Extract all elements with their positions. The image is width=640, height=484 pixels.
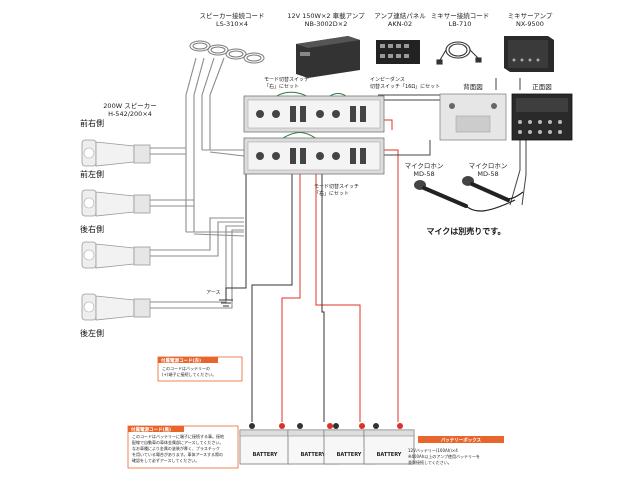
note-cord-b-line-5: 確認をして必ずアースしてください。 [132, 457, 199, 463]
battery-4: BATTERY [363, 423, 415, 465]
note-cord-a-line-1: このコードはバッテリーの [162, 365, 210, 371]
amp-unit-1 [243, 95, 385, 133]
impedance-switch-label: インピーダンス [370, 76, 405, 83]
mixer-cord-model: LB-710 [449, 20, 472, 28]
mic-2-label: マイクロホン [469, 162, 508, 170]
battery-box-title: バッテリーボックス [441, 437, 482, 444]
speaker-label-rear-left: 後左側 [80, 328, 104, 338]
amp-panel-model: AKN-02 [388, 20, 412, 28]
mic-1-model: MD-58 [413, 170, 434, 178]
battery-1: BATTERY [239, 423, 291, 465]
note-cord-a: 付属電源コード(赤) このコードはバッテリーの (+)端子に接続してください。 [157, 356, 243, 382]
battery-label-2: BATTERY [301, 452, 326, 458]
mode-switch-2-label: モード切替スイッチ [314, 183, 359, 190]
mode-switch-2-setting: 「右」にセット [314, 190, 349, 197]
mic-2-model: MD-58 [477, 170, 498, 178]
speaker-label-front-right: 前右側 [80, 118, 104, 128]
mixer-back-view [439, 93, 507, 141]
speaker-label-front-left: 前左側 [80, 169, 104, 179]
amp-unit-2 [243, 137, 385, 175]
microphone-2 [462, 176, 510, 202]
speaker-rear-left [81, 293, 151, 321]
speaker-rear-right [81, 241, 151, 269]
battery-box: バッテリーボックス [418, 436, 504, 444]
labels: スピーカー接続コード LS-310×4 12V 150W×2 車載アンプ NB-… [103, 11, 553, 465]
battery-caption-3: 並列接続してください。 [408, 459, 452, 465]
mixer-amp-product [504, 36, 554, 72]
wires [150, 57, 527, 422]
speaker-cord-model: LS-310×4 [216, 20, 248, 28]
amp-panel-label: アンプ連結パネル [374, 11, 426, 20]
mixer-front-view [511, 93, 573, 141]
amp-label: 12V 150W×2 車載アンプ [287, 11, 365, 20]
back-face-label: 背面図 [463, 82, 483, 91]
speaker-model-label: 200W スピーカー [103, 102, 156, 110]
battery-label-1: BATTERY [253, 452, 278, 458]
battery-label-3: BATTERY [337, 452, 362, 458]
battery-caption-2: ※400Ah以上のアンプ使用バッテリーを [408, 453, 480, 459]
amp-model: NB-3002D×2 [305, 20, 348, 28]
note-cord-b-title: 付属電源コード(黒) [131, 426, 171, 433]
note-cord-a-title: 付属電源コード(赤) [161, 357, 201, 364]
mic-1-label: マイクロホン [405, 162, 444, 170]
note-cord-b-line-3: なお車種により金属の塗装が厚く、プラスチック [132, 445, 220, 451]
mode-switch-1-setting: 「右」にセット [264, 83, 299, 90]
note-cord-b-line-4: を用いている場合があります。車体アースする際の [132, 451, 223, 457]
mixer-amp-label: ミキサーアンプ [508, 12, 553, 20]
mixer-cord-label: ミキサー接続コード [431, 11, 490, 20]
amp-product [296, 36, 360, 78]
batteries: BATTERY BATTERY BATTERY BATTERY [239, 423, 415, 465]
battery-label-4: BATTERY [377, 452, 402, 458]
battery-caption-1: 12Vバッテリー(100Ah)×4 [408, 447, 458, 453]
note-cord-b: 付属電源コード(黒) このコードはバッテリーに端子に接続する事。接地 配線で自動… [127, 425, 239, 469]
amp-panel-product [376, 40, 420, 64]
speaker-front-right [81, 139, 151, 167]
mixer-cord-product [436, 41, 482, 65]
note-cord-b-line-1: このコードはバッテリーに端子に接続する事。接地 [132, 433, 224, 439]
microphone-1 [414, 180, 468, 208]
mode-switch-1-label: モード切替スイッチ [264, 76, 309, 83]
earth-label: アース [206, 290, 220, 296]
speaker-label-rear-right: 後右側 [80, 224, 104, 234]
speaker-cord-label: スピーカー接続コード [200, 11, 265, 20]
note-cord-a-line-2: (+)端子に接続してください。 [162, 371, 216, 377]
mic-note: マイクは別売りです。 [426, 226, 505, 236]
impedance-switch-setting: 切替スイッチ「16Ω」にセット [370, 83, 440, 90]
note-cord-b-line-2: 配線で自動車の車体金属部にアースしてください。 [132, 439, 223, 445]
speaker-front-left [81, 189, 151, 217]
mixer-amp-model: NX-9500 [516, 20, 544, 28]
speaker-cord-coils [189, 40, 265, 64]
speakers: 前右側 前左側 後右側 後左側 [80, 118, 151, 338]
speaker-model-number: H-542/200×4 [108, 110, 152, 118]
front-face-label: 正面図 [532, 83, 552, 91]
